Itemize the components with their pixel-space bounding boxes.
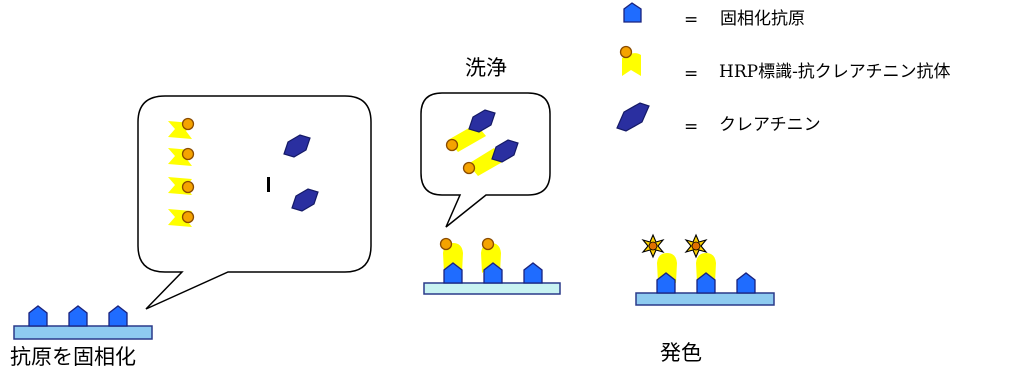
legend-label-creatinine: クレアチニン [719,115,821,135]
antigen-molecule [523,262,543,284]
plate-wash [423,282,561,295]
antigen-molecule [28,305,48,327]
antibody-creatinine-complex [445,109,496,152]
antibody-creatinine-complex [462,139,519,176]
legend-label-antibody: HRP標識-抗クレアチニン抗体 [719,62,951,82]
legend-eq-3: = [684,117,699,137]
bound-antibody-developed [642,234,677,283]
stage-wash [420,92,561,295]
stage-label-wash: 洗浄 [465,56,507,80]
stage-color [635,234,775,306]
antibody-molecule [168,117,195,139]
separator-mark [267,177,270,192]
antigen-molecule [736,272,756,294]
plate-color [635,292,775,306]
antibody-molecule [168,147,195,166]
creatinine-icon [616,102,650,132]
callout-bubble-left [137,95,372,310]
stage-immobilize [13,95,372,340]
plate-immobilize [13,325,153,340]
legend [616,2,650,132]
antigen-molecule [68,305,88,327]
antibody-molecule [168,177,195,195]
stage-label-immobilize: 抗原を固相化 [10,345,136,369]
hrp-antibody-icon [619,45,641,76]
legend-eq-2: = [684,64,699,84]
antigen-molecule [108,305,128,327]
immobilized-antigen-icon [623,2,642,23]
stage-label-color: 発色 [660,341,702,365]
antibody-molecule [168,209,195,227]
legend-label-antigen: 固相化抗原 [720,9,805,29]
bound-antibody-developed [685,234,716,283]
legend-eq-1: = [684,10,699,30]
